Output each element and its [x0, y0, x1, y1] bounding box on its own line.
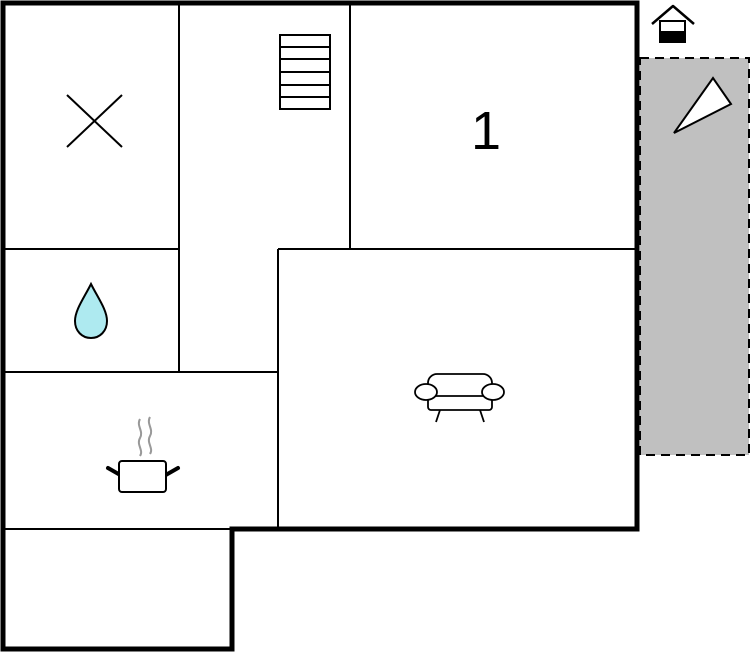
staircase-icon	[279, 34, 331, 110]
outer-walls	[0, 0, 640, 652]
terrace-area	[639, 57, 750, 456]
wc-cross-icon	[66, 94, 123, 148]
sun-umbrella-icon	[673, 76, 733, 134]
cooking-pot-icon	[106, 416, 180, 493]
sofa-icon	[414, 373, 505, 423]
water-drop-icon	[73, 281, 109, 340]
bedroom-number: 1	[471, 101, 501, 161]
interior-walls	[3, 3, 637, 530]
house-entrance-icon	[651, 4, 695, 43]
